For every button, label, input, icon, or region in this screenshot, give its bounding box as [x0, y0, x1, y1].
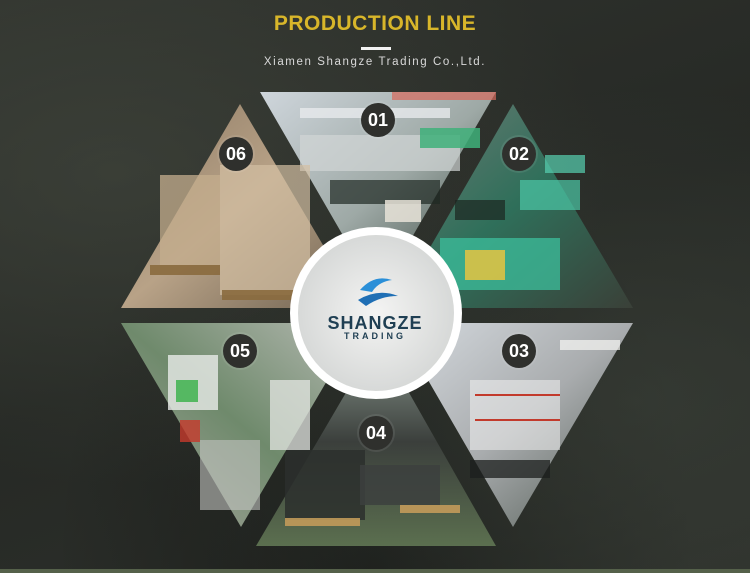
page-subtitle: Xiamen Shangze Trading Co.,Ltd.: [263, 56, 487, 68]
panel-badge-02: 02: [502, 137, 536, 171]
panel-badge-05: 05: [223, 334, 257, 368]
page-title: PRODUCTION LINE: [273, 12, 477, 35]
bottom-strip: [0, 569, 750, 573]
panel-badge-03: 03: [502, 334, 536, 368]
logo-circle: [298, 235, 454, 391]
panel-badge-01: 01: [361, 103, 395, 137]
logo-tagline: TRADING: [344, 331, 406, 341]
panel-badge-04: 04: [359, 416, 393, 450]
panel-05-image: [121, 323, 361, 527]
logo-name: SHANGZE: [327, 313, 423, 333]
panel-03-image: [395, 323, 633, 527]
panel-01-image: [260, 92, 496, 296]
logo-swoosh-icon: [358, 278, 398, 306]
panel-06-image: [121, 104, 360, 308]
title-underline: [361, 47, 391, 50]
panel-badge-06: 06: [219, 137, 253, 171]
panel-02-image: [395, 104, 633, 308]
